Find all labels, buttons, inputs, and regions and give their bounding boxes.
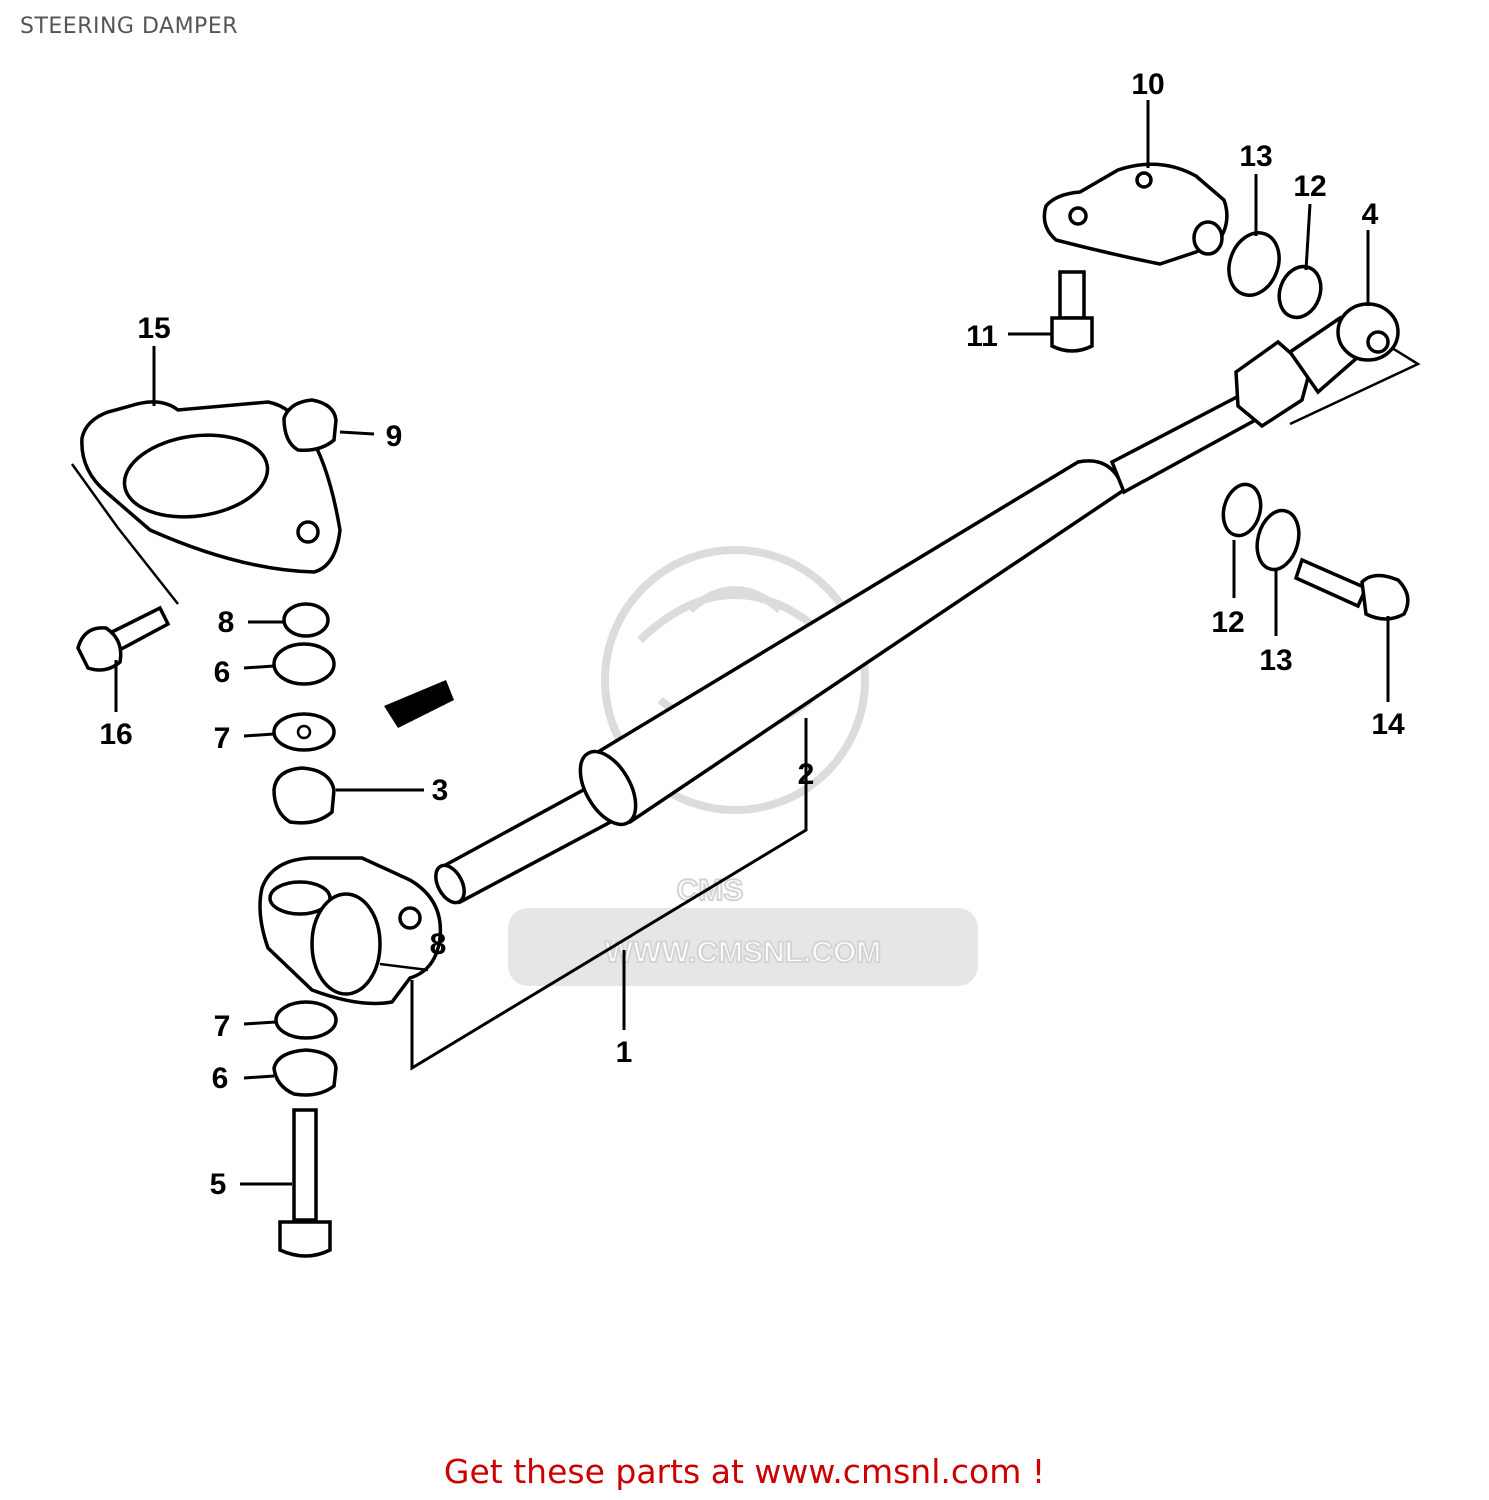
leader-lines <box>114 100 1390 1186</box>
handlebar-clamp <box>70 400 342 605</box>
callout-9: 9 <box>386 420 403 453</box>
watermark-mascot-outline <box>601 546 869 814</box>
callout-14: 14 <box>1371 708 1405 741</box>
leader-12-top <box>1304 203 1312 271</box>
bolt-11-head <box>1050 316 1094 353</box>
upper-bracket <box>1042 162 1229 266</box>
bolt-5-head <box>278 1220 332 1258</box>
callout-7-top: 7 <box>214 722 231 755</box>
lower-clamp-split <box>379 962 429 972</box>
callout-7-bottom: 7 <box>214 1010 231 1043</box>
lower-clamp <box>258 856 443 1006</box>
leader-2-bracket <box>410 718 808 1071</box>
callout-4: 4 <box>1362 198 1379 231</box>
handlebar-clamp-edge <box>70 463 179 605</box>
callout-2: 2 <box>798 758 815 791</box>
callout-8-clamp: 8 <box>430 928 447 961</box>
lower-clamp-screw <box>398 906 422 930</box>
bolt-14-head <box>1360 573 1410 621</box>
collar-6-bottom <box>272 1048 338 1097</box>
front-arrow-icon <box>384 680 454 728</box>
bolt-16-head <box>76 626 123 672</box>
lower-clamp-socket <box>310 892 382 996</box>
upper-bracket-hole-a <box>1068 206 1088 226</box>
left-hardware-stack <box>76 398 338 825</box>
washer-13-bottom <box>1255 508 1301 572</box>
callout-13-bottom: 13 <box>1259 644 1292 677</box>
leader-7-bottom <box>243 1020 277 1026</box>
washer-7-bottom <box>274 1000 338 1040</box>
lower-hardware-stack <box>272 1000 338 1258</box>
washer-13-top <box>1227 231 1281 297</box>
washer-7-hole <box>296 724 312 740</box>
callout-16: 16 <box>99 718 132 751</box>
footer-parts-link[interactable]: Get these parts at www.cmsnl.com ! <box>443 1452 1046 1491</box>
upper-bracket-hole-b <box>1135 171 1153 189</box>
leader-9 <box>339 430 375 436</box>
bush-3 <box>272 766 336 825</box>
damper-eye-end <box>1336 302 1400 362</box>
damper-lock-nut <box>1234 339 1312 429</box>
upper-bracket-boss <box>1192 220 1224 256</box>
handlebar-clamp-hole <box>296 520 320 544</box>
callout-12-top: 12 <box>1293 170 1326 203</box>
handlebar-clamp-bore <box>122 433 270 519</box>
leader-7-top <box>243 732 275 738</box>
watermark-url: WWW.CMSNL.COM <box>605 936 882 969</box>
damper-cylinder <box>586 459 1127 824</box>
washer-6-top <box>272 642 336 686</box>
bolt-11-shank <box>1058 270 1086 320</box>
washer-7-top <box>272 712 336 752</box>
callout-1: 1 <box>616 1036 633 1069</box>
upper-bracket-plate <box>1042 162 1229 266</box>
page-title: STEERING DAMPER <box>20 14 239 39</box>
callout-11: 11 <box>966 320 998 353</box>
callout-12-bottom: 12 <box>1211 606 1244 639</box>
callout-13-top: 13 <box>1239 140 1272 173</box>
bolt-14-shank <box>1293 557 1369 609</box>
washer-12-bottom <box>1221 482 1263 538</box>
callout-5: 5 <box>210 1168 227 1201</box>
washer-12-top <box>1277 264 1323 320</box>
right-hardware <box>1050 231 1410 621</box>
leader-6-top <box>243 664 275 670</box>
bolt-5-shank <box>292 1108 318 1222</box>
callout-3: 3 <box>432 774 449 807</box>
damper-assembly <box>434 302 1421 905</box>
callout-10: 10 <box>1131 68 1164 101</box>
damper-cylinder-end <box>578 749 638 827</box>
leader-6-bottom <box>243 1074 275 1080</box>
callout-6-bottom: 6 <box>212 1062 229 1095</box>
callout-6-top: 6 <box>214 656 231 689</box>
nut-9 <box>282 398 338 453</box>
damper-eye-bracket-line <box>1289 346 1421 426</box>
collar-8-top <box>282 602 330 638</box>
damper-eye-hole <box>1366 330 1390 354</box>
callout-8-top: 8 <box>218 606 235 639</box>
callout-15: 15 <box>137 312 170 345</box>
callout-numbers: 1 2 3 4 5 6 6 7 7 8 8 9 10 11 12 12 13 1… <box>99 68 1405 1201</box>
damper-rod-end <box>434 863 466 905</box>
